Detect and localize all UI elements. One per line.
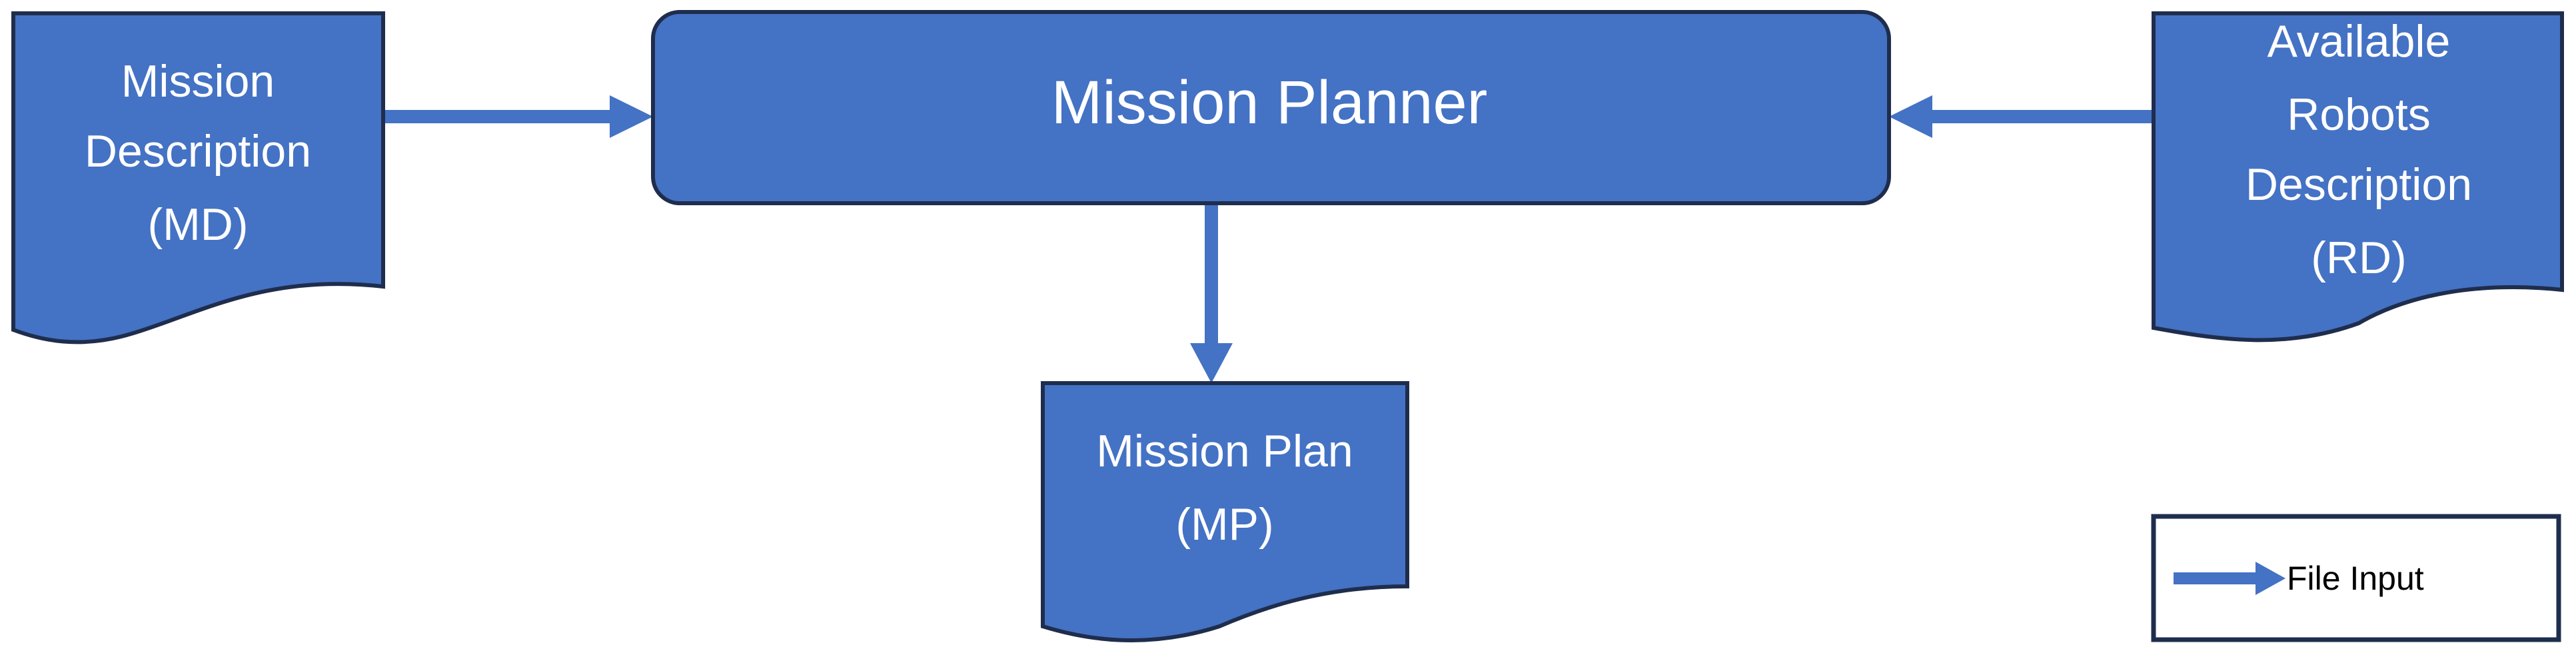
process-shape [651, 10, 1891, 205]
node-label-line: Available [2267, 16, 2451, 67]
edge-rd-to-planner [1889, 95, 2154, 138]
node-label-line: Description [85, 126, 311, 177]
edge-md-to-planner [383, 95, 653, 138]
node-robots-description[interactable]: Available Robots Description (RD) [2152, 11, 2564, 342]
node-label: Mission Planner [1051, 69, 1488, 137]
node-label-line: Mission [121, 56, 275, 107]
legend-label: File Input [2287, 560, 2424, 597]
legend: File Input [2151, 514, 2561, 642]
edges [383, 95, 2154, 383]
node-mission-planner[interactable]: Mission Planner [651, 10, 1891, 205]
node-label-line: Mission Plan [1096, 426, 1353, 476]
edge-planner-to-mp [1190, 203, 1233, 383]
node-label-line: (MP) [1175, 499, 1273, 550]
node-label-line: Description [2246, 159, 2472, 210]
node-mission-plan[interactable]: Mission Plan (MP) [1041, 381, 1409, 642]
node-mission-description[interactable]: Mission Description (MD) [11, 11, 385, 344]
document-shape [11, 11, 385, 344]
document-shape [1041, 381, 1409, 642]
node-label-line: Robots [2287, 89, 2430, 140]
node-label-line: (MD) [147, 199, 248, 250]
node-label-line: (RD) [2311, 233, 2407, 283]
document-shape [2152, 11, 2564, 342]
arrow-right-icon [2174, 562, 2285, 595]
